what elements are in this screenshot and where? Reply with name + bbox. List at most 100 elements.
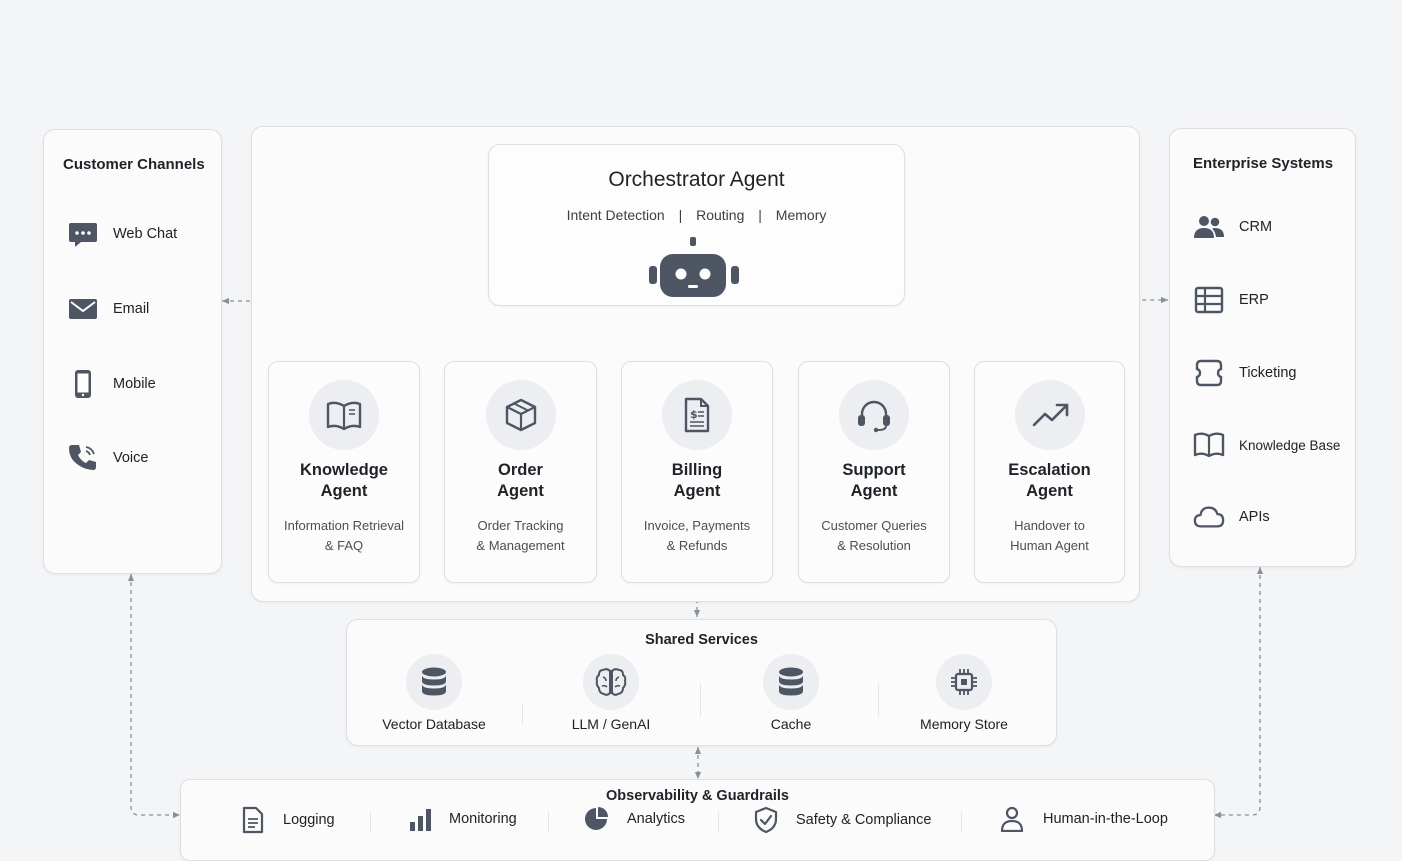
service-label: Vector Database: [382, 716, 486, 732]
document-icon: [241, 806, 265, 834]
package-icon: [485, 380, 556, 450]
chip-icon: [936, 654, 992, 710]
shared-services-panel: Shared Services: [346, 619, 1057, 746]
system-knowledge-base[interactable]: Knowledge Base: [1193, 429, 1340, 461]
agent-description: Invoice, Payments& Refunds: [643, 518, 751, 553]
observability-monitoring[interactable]: Monitoring: [408, 806, 517, 832]
customer-channels-panel: Customer Channels: [43, 129, 222, 574]
users-icon: [1193, 211, 1225, 243]
chat-icon: [67, 218, 99, 250]
capability-routing: Routing: [696, 207, 745, 223]
observability-title: Observability & Guardrails: [606, 788, 789, 804]
observability-panel: Observability & Guardrails: [180, 779, 1215, 861]
customer-channels-title: Customer Channels: [63, 156, 205, 173]
observability-label: Human-in-the-Loop: [1043, 811, 1168, 827]
system-label: CRM: [1239, 219, 1273, 235]
mobile-icon: [67, 368, 99, 400]
capability-intent-detection: Intent Detection: [566, 207, 665, 223]
system-apis[interactable]: APIs: [1193, 501, 1270, 533]
grid-icon: [1193, 284, 1225, 316]
channel-label: Mobile: [113, 376, 156, 392]
channel-voice[interactable]: Voice: [67, 442, 148, 474]
observability-label: Analytics: [627, 811, 686, 827]
invoice-icon: $: [662, 380, 732, 450]
system-ticketing[interactable]: Ticketing: [1193, 357, 1296, 389]
shared-services-title: Shared Services: [645, 632, 758, 648]
system-label: Ticketing: [1239, 365, 1297, 381]
enterprise-systems-panel: Enterprise Systems: [1169, 128, 1356, 567]
ticket-icon: [1193, 357, 1225, 389]
channel-label: Email: [113, 301, 150, 317]
service-label: Memory Store: [920, 716, 1008, 732]
observability-safety-compliance[interactable]: Safety & Compliance: [754, 806, 931, 834]
system-label: ERP: [1239, 292, 1269, 308]
enterprise-to-observability-connector: [1214, 567, 1264, 819]
shield-icon: [754, 806, 778, 834]
divider: [700, 684, 701, 716]
database-icon: [406, 654, 462, 710]
agent-description: Information Retrieval& FAQ: [284, 518, 404, 553]
service-label: LLM / GenAI: [571, 716, 651, 732]
observability-human-in-the-loop[interactable]: Human-in-the-Loop: [1000, 806, 1168, 832]
book-icon: [1193, 429, 1225, 461]
channel-web-chat[interactable]: Web Chat: [67, 218, 177, 250]
observability-logging[interactable]: Logging: [241, 806, 335, 834]
divider: [548, 812, 549, 832]
agent-description: Order Tracking& Management: [476, 518, 565, 553]
channel-label: Voice: [113, 450, 149, 466]
service-memory-store[interactable]: Memory Store: [904, 654, 1024, 732]
system-label: Knowledge Base: [1239, 437, 1341, 453]
pie-chart-icon: [583, 806, 609, 832]
divider: [961, 812, 962, 832]
observability-label: Monitoring: [449, 811, 517, 827]
system-crm[interactable]: CRM: [1193, 211, 1272, 243]
divider: [878, 684, 879, 716]
observability-label: Safety & Compliance: [796, 812, 932, 828]
orchestrator-agent-box[interactable]: Orchestrator Agent Intent Detection | Ro…: [488, 144, 905, 306]
enterprise-systems-title: Enterprise Systems: [1193, 155, 1334, 172]
database-icon: [763, 654, 819, 710]
capability-memory: Memory: [775, 207, 827, 223]
person-icon: [1000, 806, 1024, 832]
headset-icon: [839, 380, 909, 450]
cloud-icon: [1193, 501, 1225, 533]
svg-text:$: $: [690, 408, 698, 421]
robot-icon: [647, 237, 741, 299]
mail-icon: [67, 293, 99, 325]
service-llm-genai[interactable]: LLM / GenAI: [551, 654, 671, 732]
channel-label: Web Chat: [113, 226, 178, 242]
capability-separator: |: [758, 207, 762, 223]
service-cache[interactable]: Cache: [731, 654, 851, 732]
phone-icon: [67, 442, 99, 474]
channel-email[interactable]: Email: [67, 293, 149, 325]
service-label: Cache: [770, 716, 812, 732]
observability-analytics[interactable]: Analytics: [583, 806, 685, 832]
divider: [522, 704, 523, 724]
bar-chart-icon: [408, 806, 432, 832]
orchestrator-capabilities: Intent Detection | Routing | Memory: [489, 207, 904, 223]
capability-separator: |: [678, 207, 683, 223]
channel-mobile[interactable]: Mobile: [67, 368, 156, 400]
trend-up-icon: [1014, 380, 1085, 450]
system-label: APIs: [1239, 509, 1270, 525]
channels-to-observability-connector: [127, 574, 180, 819]
observability-label: Logging: [283, 812, 335, 828]
agent-description: Customer Queries& Resolution: [821, 518, 927, 553]
brain-icon: [583, 654, 639, 710]
divider: [370, 812, 371, 832]
system-erp[interactable]: ERP: [1193, 284, 1269, 316]
book-icon: [309, 380, 379, 450]
divider: [718, 812, 719, 832]
service-vector-database[interactable]: Vector Database: [374, 654, 494, 732]
